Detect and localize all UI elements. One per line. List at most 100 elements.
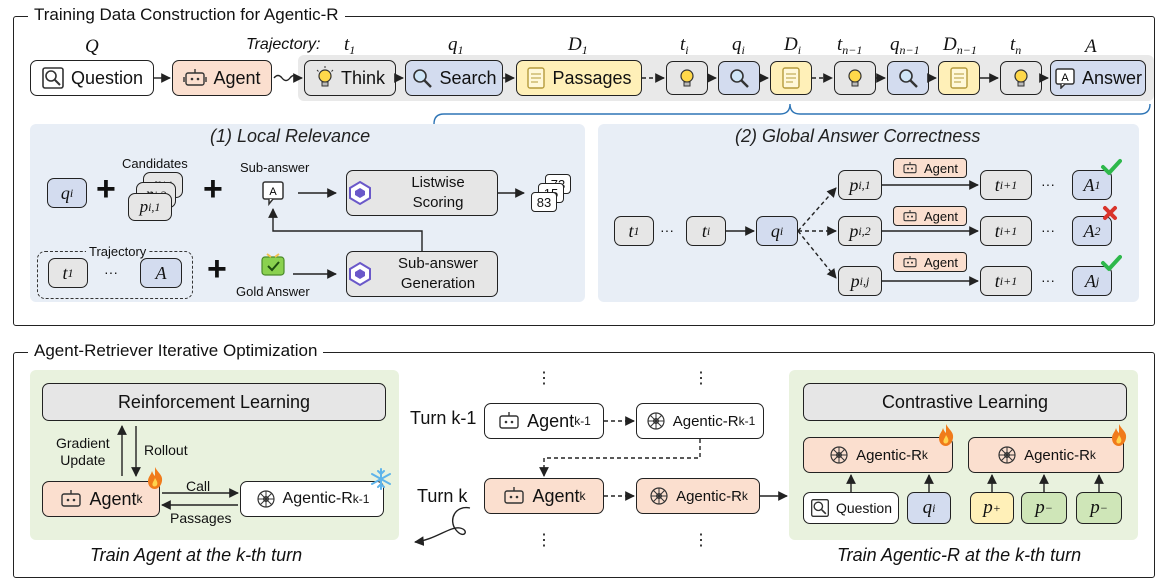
agent-box: Agent (172, 60, 272, 96)
optimization-title: Agent-Retriever Iterative Optimization (28, 341, 324, 361)
vdots-4: ⋮ (693, 532, 709, 549)
fire-icon (1112, 424, 1127, 446)
search-icon (730, 69, 749, 88)
local-a: A (140, 258, 182, 288)
plus-1: + (96, 170, 116, 208)
robot-icon (504, 487, 525, 504)
svg-text:A: A (1061, 72, 1069, 84)
turn-k1-label: Turn k-1 (410, 408, 477, 428)
candidates-label: Candidates (122, 156, 188, 171)
right-caption: Train Agentic-R at the k-th turn (837, 545, 1082, 565)
turn-k-label: Turn k (417, 486, 468, 506)
global-dots-row-1: ··· (1041, 176, 1055, 192)
local-relevance-title: (1) Local Relevance (210, 126, 371, 146)
label-a: A (1085, 36, 1097, 57)
training-data-section (13, 16, 1155, 326)
label-d1: D1 (568, 34, 588, 57)
label-t1: t1 (344, 34, 356, 57)
cl-box: Contrastive Learning (803, 383, 1127, 421)
training-data-title: Training Data Construction for Agentic-R (28, 5, 345, 25)
sub-answer-label: Sub-answer (240, 160, 310, 175)
p-plus-box: p+ (970, 492, 1014, 524)
retriever-icon (998, 446, 1016, 464)
call-label: Call (186, 478, 211, 494)
label-trajectory: Trajectory: (246, 36, 321, 53)
label-tn1: tn−1 (837, 34, 863, 57)
robot-icon (61, 490, 82, 507)
global-agent-row-2: Agent (893, 206, 967, 226)
answer-icon: A (1055, 68, 1075, 89)
check-icon (1101, 159, 1122, 175)
rl-box: Reinforcement Learning (42, 383, 386, 421)
global-dots-row-3: ··· (1041, 272, 1055, 288)
plus-3: + (207, 250, 227, 288)
global-correctness-title: (2) Global Answer Correctness (735, 126, 981, 146)
search-icon (42, 67, 64, 89)
local-dots: ··· (104, 264, 118, 280)
snowflake-icon (371, 468, 391, 490)
bulb-icon (1014, 69, 1028, 87)
global-dots-1: ··· (660, 222, 674, 238)
label-ti: ti (680, 34, 689, 57)
gold-answer-icon (261, 253, 285, 276)
passage-icon-box-i (770, 61, 812, 95)
document-icon (527, 67, 546, 89)
global-agent-row-1: Agent (893, 158, 967, 178)
bulb-icon (316, 66, 334, 87)
label-qn1: qn−1 (890, 34, 920, 57)
passages-box: Passages (516, 60, 642, 96)
passage-icon-box-n1 (938, 61, 980, 95)
label-q1: q1 (448, 34, 464, 57)
document-icon (950, 67, 968, 89)
robot-icon (903, 210, 917, 222)
trajectory-label: Trajectory (86, 244, 150, 259)
cross-icon (1103, 206, 1117, 220)
score-83: 83 (531, 192, 557, 212)
global-agent-row-3: Agent (893, 252, 967, 272)
question-box: Question (30, 60, 154, 96)
document-icon (782, 67, 800, 89)
search-icon-box-i (718, 61, 760, 95)
search-icon (413, 69, 433, 88)
vdots-1: ⋮ (536, 370, 552, 387)
think-icon-box-n (1000, 61, 1042, 95)
label-di: Di (784, 34, 802, 57)
label-qi: qi (732, 34, 745, 57)
retriever-icon (650, 487, 668, 505)
label-q: Q (85, 36, 99, 57)
robot-icon (903, 256, 917, 268)
p-minus-2-box: p− (1076, 492, 1122, 524)
global-dots-row-2: ··· (1041, 222, 1055, 238)
fire-icon (939, 424, 954, 446)
robot-icon (499, 412, 519, 429)
search-icon (899, 69, 918, 88)
cl-question-box: Question (803, 492, 899, 524)
think-icon-box-n1 (834, 61, 876, 95)
think-icon-box-i (666, 61, 708, 95)
label-dn1: Dn−1 (943, 34, 977, 57)
answer-icon: A (262, 181, 284, 206)
passages-label: Passages (170, 510, 232, 526)
retriever-icon (647, 412, 665, 430)
p-minus-1-box: p− (1021, 492, 1067, 524)
left-caption: Train Agent at the k-th turn (90, 545, 303, 565)
